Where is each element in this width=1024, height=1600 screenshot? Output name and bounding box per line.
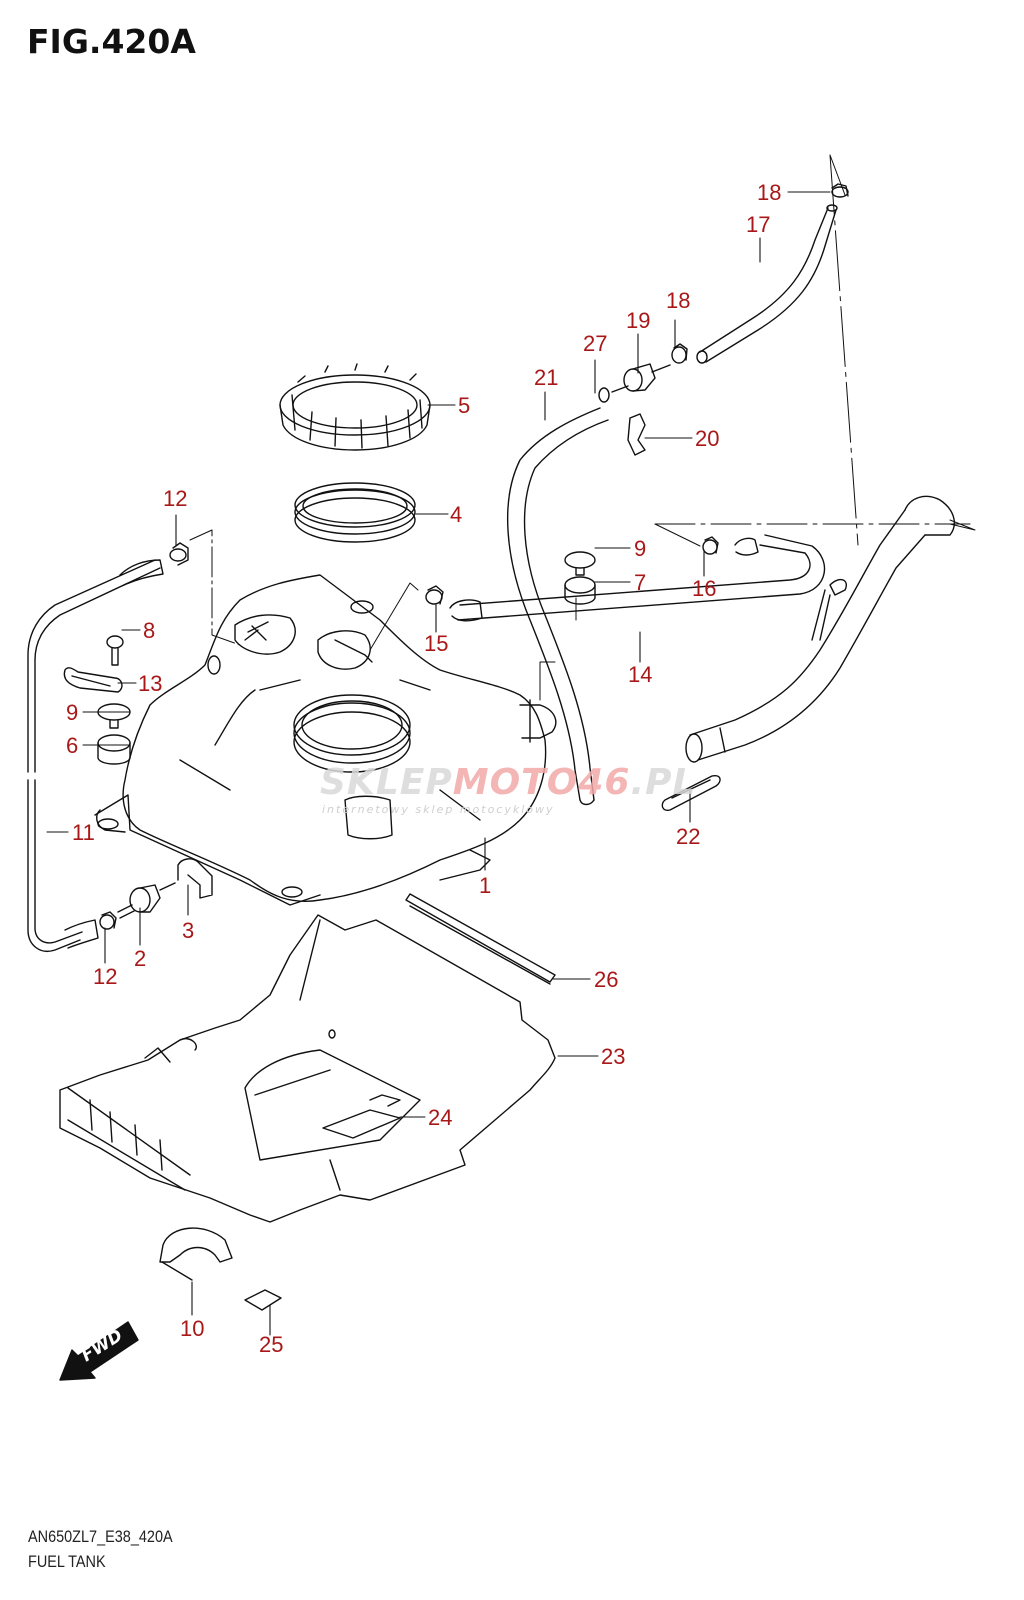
callout-3[interactable]: 3 xyxy=(182,918,195,943)
part-9-cushion-left[interactable] xyxy=(97,703,131,729)
watermark: SKLEPMOTO46.PL xyxy=(320,762,696,803)
part-14-hose[interactable] xyxy=(449,534,826,622)
part-15-hose-clamp[interactable] xyxy=(425,585,444,605)
part-25-pad[interactable] xyxy=(244,1289,282,1311)
part-12-hose-clamp-upper[interactable] xyxy=(169,542,189,566)
part-22-bracket[interactable] xyxy=(661,774,721,812)
part-4-gasket[interactable] xyxy=(294,482,416,543)
filler-neck-pipe[interactable] xyxy=(685,495,956,763)
part-9-cushion-right[interactable] xyxy=(564,551,596,576)
reference-lines xyxy=(189,154,976,701)
part-5-lock-ring[interactable] xyxy=(279,363,431,451)
callout-13[interactable]: 13 xyxy=(138,671,163,696)
leader-lines xyxy=(46,191,831,1336)
callout-26[interactable]: 26 xyxy=(594,967,619,992)
callout-25[interactable]: 25 xyxy=(259,1332,284,1357)
watermark-tail: .PL xyxy=(630,762,697,803)
callout-16[interactable]: 16 xyxy=(692,576,717,601)
callout-14[interactable]: 14 xyxy=(628,662,653,687)
callout-18-upper[interactable]: 18 xyxy=(757,180,782,205)
watermark-subtitle: internetowy sklep motocyklowy xyxy=(322,803,555,816)
fwd-arrow-icon xyxy=(59,1321,139,1381)
part-7-cushion[interactable] xyxy=(564,576,596,605)
callout-15[interactable]: 15 xyxy=(424,631,449,656)
callout-17[interactable]: 17 xyxy=(746,212,771,237)
watermark-red: MOTO46 xyxy=(452,762,631,803)
part-23-under-cover[interactable] xyxy=(59,914,556,1223)
callout-4[interactable]: 4 xyxy=(450,502,463,527)
part-19-check-valve[interactable] xyxy=(611,363,671,393)
figure-name: FUEL TANK xyxy=(28,1552,106,1571)
callout-11[interactable]: 11 xyxy=(72,820,95,845)
callout-10[interactable]: 10 xyxy=(180,1316,205,1341)
part-27-clip[interactable] xyxy=(598,387,610,403)
part-24-label-pad[interactable] xyxy=(322,1094,401,1139)
callout-9-left[interactable]: 9 xyxy=(66,700,79,725)
part-18-hose-clamp-middle[interactable] xyxy=(671,343,688,364)
callout-22[interactable]: 22 xyxy=(676,824,701,849)
part-1-fuel-tank[interactable] xyxy=(94,574,557,906)
callout-27[interactable]: 27 xyxy=(583,331,608,356)
part-20-clip[interactable] xyxy=(627,413,646,456)
part-10-holder[interactable] xyxy=(159,1227,233,1281)
watermark-gray: SKLEP xyxy=(320,762,453,803)
callout-12-lower[interactable]: 12 xyxy=(93,964,118,989)
part-21-drain-hose[interactable] xyxy=(506,407,609,806)
part-18-hose-clamp-upper[interactable] xyxy=(831,183,849,198)
part-17-hose[interactable] xyxy=(696,204,838,364)
part-2-valve[interactable] xyxy=(117,882,176,919)
callout-24[interactable]: 24 xyxy=(428,1105,453,1130)
part-16-hose-clamp[interactable] xyxy=(702,536,719,555)
callout-23[interactable]: 23 xyxy=(601,1044,626,1069)
part-26-foam-strip[interactable] xyxy=(405,893,556,985)
model-code: AN650ZL7_E38_420A xyxy=(28,1527,173,1546)
part-13-bracket[interactable] xyxy=(63,667,123,693)
callout-12-upper[interactable]: 12 xyxy=(163,486,188,511)
part-3-holder[interactable] xyxy=(177,858,213,899)
part-6-cushion[interactable] xyxy=(97,734,131,765)
callout-20[interactable]: 20 xyxy=(695,426,720,451)
part-12-hose-clamp-lower[interactable] xyxy=(99,911,117,930)
callout-7[interactable]: 7 xyxy=(634,570,647,595)
callout-18-middle[interactable]: 18 xyxy=(666,288,691,313)
callout-19[interactable]: 19 xyxy=(626,308,651,333)
figure-title: FIG.420A xyxy=(27,22,196,61)
callout-2[interactable]: 2 xyxy=(134,946,147,971)
callout-5[interactable]: 5 xyxy=(458,393,471,418)
callout-21[interactable]: 21 xyxy=(534,365,559,390)
part-11-breather-hose[interactable] xyxy=(27,559,164,952)
callout-6[interactable]: 6 xyxy=(66,733,79,758)
callout-1[interactable]: 1 xyxy=(479,873,492,898)
callout-9-right[interactable]: 9 xyxy=(634,536,647,561)
callout-8[interactable]: 8 xyxy=(143,618,156,643)
part-8-bolt[interactable] xyxy=(106,635,124,666)
